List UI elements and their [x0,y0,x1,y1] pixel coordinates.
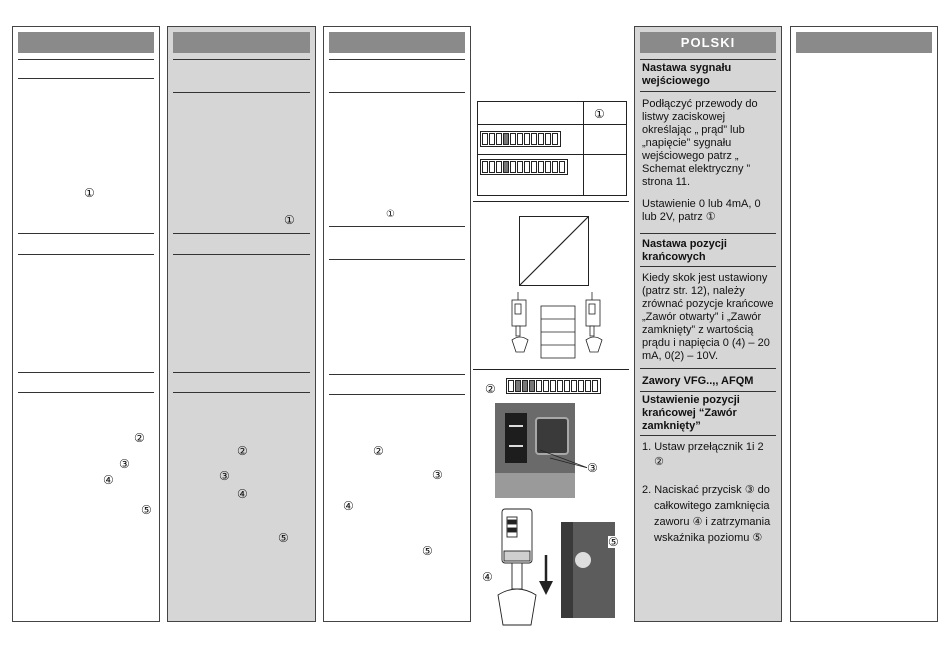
column-polski: POLSKI Nastawa sygnału wejściowego Podłą… [634,26,782,622]
table-ref-1: ① [594,107,605,121]
actuator-close-diagram [497,508,553,626]
rule [640,435,776,436]
rule [640,368,776,369]
column-6-header-bar [796,32,932,53]
rule [329,259,465,260]
rule [173,372,310,373]
ref-4: ④ [103,473,114,487]
rule [173,233,310,234]
rule [18,392,154,393]
fig-ref-2: ② [485,382,496,396]
ref-3: ③ [219,469,230,483]
step-2: 2. Naciskać przycisk ③ do całkowitego za… [642,484,771,544]
column-6 [790,26,938,622]
ref-2: ② [373,444,384,458]
dip-switch-row-1 [480,131,561,147]
ref-4: ④ [343,499,354,513]
ref-5: ⑤ [278,531,289,545]
actuator-photo-2 [561,522,615,618]
ref-1: ① [284,213,295,227]
polski-header: POLSKI [640,32,776,53]
ref-1: ① [84,186,95,200]
fig-ref-5: ⑤ [608,535,619,549]
ref-3: ③ [432,468,443,482]
rule [329,226,465,227]
rule [173,392,310,393]
actuator-diagram [511,292,603,359]
fig-ref-3: ③ [587,461,598,475]
ref-1: ① [386,209,395,220]
column-2-header-bar [173,32,310,53]
rule [329,92,465,93]
column-2: ① ② ③ ④ ⑤ [167,26,316,622]
rule [173,92,310,93]
ref-5: ⑤ [141,503,152,517]
section-heading-closed-position: Ustawienie pozycji krańcowej “Zawór zamk… [642,394,740,432]
actuator-photo-1 [495,403,575,498]
rule [18,59,154,60]
ref-5: ⑤ [422,544,433,558]
column-1-header-bar [18,32,154,53]
section-heading-valves: Zawory VFG..,, AFQM [642,375,754,387]
rule [473,201,629,202]
paragraph-end-positions: Kiedy skok jest ustawiony (patrz str. 12… [642,272,774,362]
dip-switch-row-2 [480,159,568,175]
rule [640,391,776,392]
fig-ref-4: ④ [482,570,493,584]
column-3: ① ② ③ ④ ⑤ [323,26,471,622]
rule [18,233,154,234]
rule [173,59,310,60]
ref-2: ② [134,431,145,445]
rule [329,59,465,60]
ref-2: ② [237,444,248,458]
callout-lines [540,449,589,469]
section-heading-end-positions: Nastawa pozycji krańcowych [642,238,727,263]
rule [640,91,776,92]
rule [473,369,629,370]
rule [329,374,465,375]
step-1: 1. Ustaw przełącznik 1i 2 ② [642,441,764,468]
rule [18,78,154,79]
rule [18,254,154,255]
rule [18,372,154,373]
rule [329,394,465,395]
paragraph-setting: Ustawienie 0 lub 4mA, 0 lub 2V, patrz ① [642,198,761,223]
column-3-header-bar [329,32,465,53]
rule [640,59,776,60]
ref-3: ③ [119,457,130,471]
ref-4: ④ [237,487,248,501]
paragraph-input-signal: Podłączyć przewody do listwy zaciskowej … [642,98,758,188]
rule [640,233,776,234]
dip-switch-row-3 [506,378,601,394]
rule [640,266,776,267]
section-heading-input-signal: Nastawa sygnału wejściowego [642,62,732,87]
rule [173,254,310,255]
signal-characteristic-graph [519,216,589,286]
column-1: ① ② ③ ④ ⑤ [12,26,160,622]
dip-switch-table: ① [477,101,627,196]
